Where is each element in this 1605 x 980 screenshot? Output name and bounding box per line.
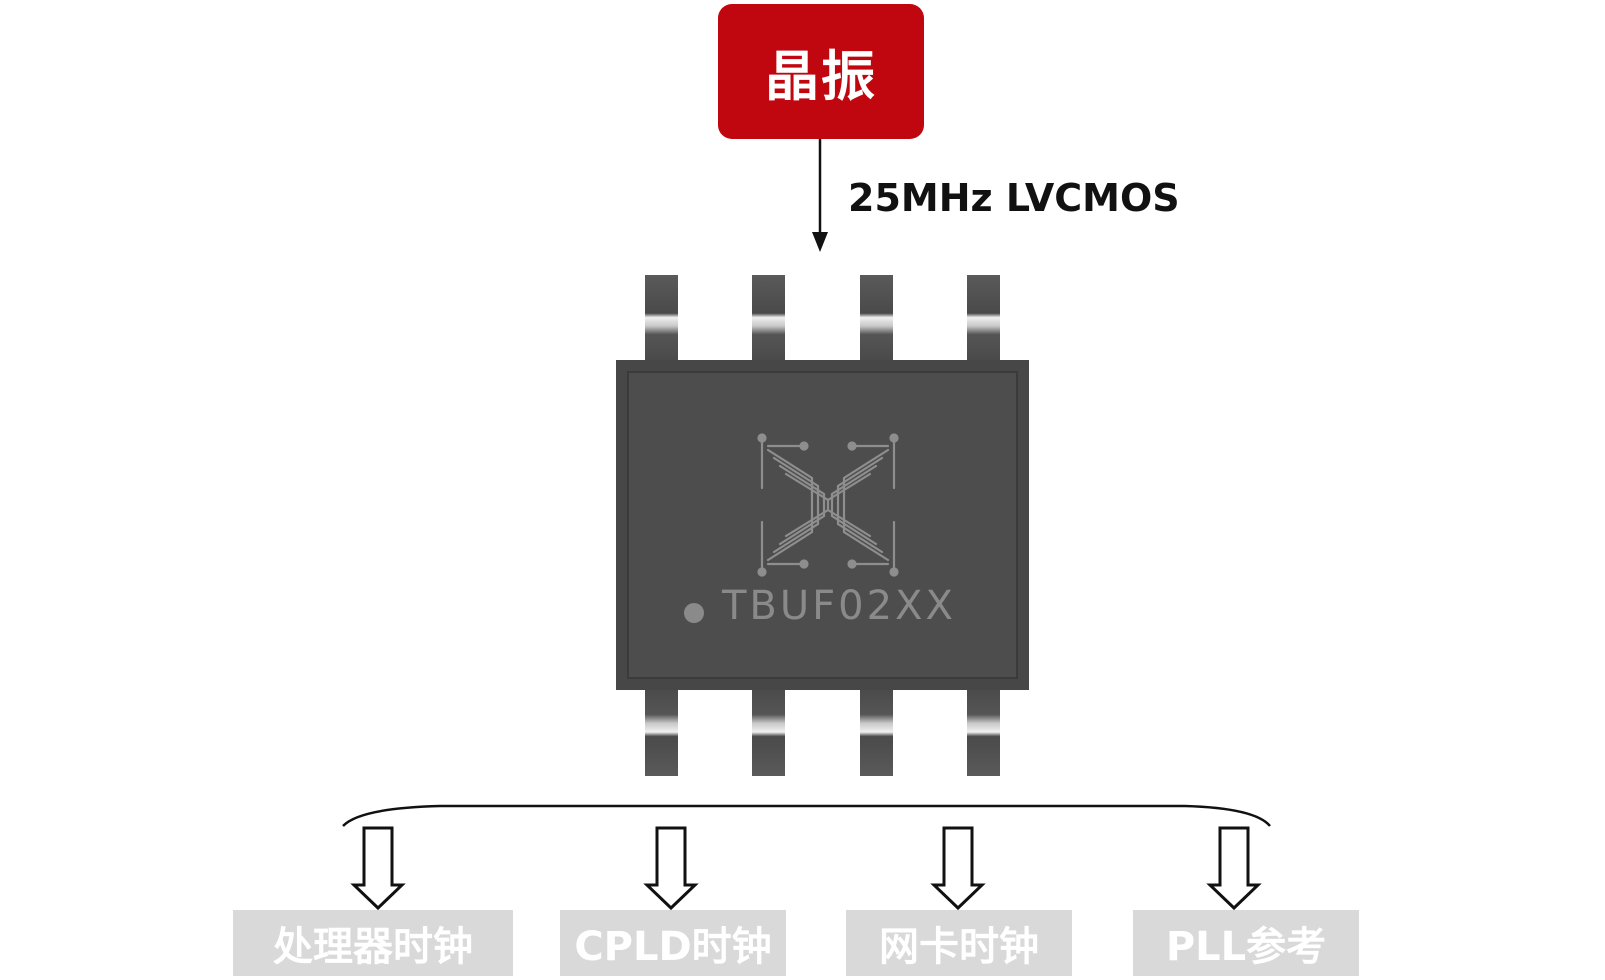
output-label: 网卡时钟 [879,924,1039,970]
oscillator-box: 晶振 [718,4,924,139]
output-label: 处理器时钟 [273,924,473,970]
distribution-curve [342,804,1271,827]
output-arrow-3 [1206,826,1262,911]
output-arrow-2 [930,826,986,911]
chip-marking: TBUF02XX [722,583,956,629]
pin1-dot-icon [684,603,704,623]
output-arrow-0 [350,826,406,911]
output-label: PLL参考 [1165,924,1327,970]
output-box-pll-reference: PLL参考 [1133,910,1359,976]
output-box-nic-clock: 网卡时钟 [846,910,1072,976]
x-circuit-logo-icon [757,433,899,577]
input-arrow [812,139,828,252]
chip-body [616,360,1029,690]
chip-top-pins [645,275,1000,360]
output-arrows [350,826,1262,911]
signal-label: 25MHz LVCMOS [848,176,1180,220]
oscillator-label: 晶振 [765,45,877,108]
output-box-processor-clock: 处理器时钟 [233,910,513,976]
output-arrow-1 [643,826,699,911]
output-box-cpld-clock: CPLD时钟 [560,910,786,976]
output-label: CPLD时钟 [574,924,772,970]
chip-bottom-pins [645,688,1000,776]
